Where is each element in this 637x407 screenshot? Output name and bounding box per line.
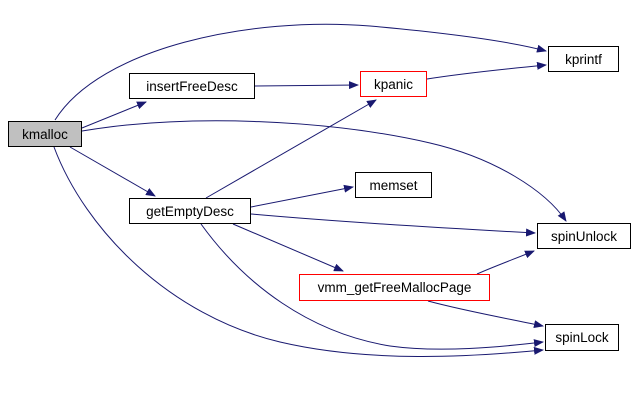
node-spinUnlock[interactable]: spinUnlock	[537, 223, 631, 249]
edge-kmalloc-to-spinUnlock	[81, 120, 567, 222]
edge-getEmptyDesc-to-vmm_getFreeMallocPage	[232, 223, 344, 272]
node-kprintf[interactable]: kprintf	[548, 46, 619, 72]
edge-kmalloc-to-spinLock	[53, 146, 544, 358]
edge-getEmptyDesc-to-kpanic	[205, 99, 377, 199]
edge-kmalloc-to-insertFreeDesc	[81, 101, 147, 129]
node-kpanic[interactable]: kpanic	[360, 71, 427, 97]
edge-vmm_getFreeMallocPage-to-spinUnlock	[476, 250, 535, 275]
edge-kmalloc-to-kprintf	[54, 23, 547, 121]
node-getEmptyDesc[interactable]: getEmptyDesc	[129, 198, 251, 224]
node-spinLock[interactable]: spinLock	[545, 324, 619, 351]
edge-kpanic-to-kprintf	[426, 61, 547, 80]
node-memset[interactable]: memset	[355, 172, 432, 198]
edge-getEmptyDesc-to-spinUnlock	[250, 213, 536, 237]
node-vmm_getFreeMallocPage[interactable]: vmm_getFreeMallocPage	[299, 274, 490, 301]
node-kmalloc[interactable]: kmalloc	[8, 121, 82, 147]
edge-kmalloc-to-getEmptyDesc	[69, 146, 156, 197]
edge-insertFreeDesc-to-kpanic	[254, 81, 359, 90]
edge-getEmptyDesc-to-spinLock	[200, 223, 544, 350]
edge-getEmptyDesc-to-memset	[250, 184, 354, 208]
node-insertFreeDesc[interactable]: insertFreeDesc	[129, 73, 255, 99]
edge-vmm_getFreeMallocPage-to-spinLock	[427, 300, 544, 329]
